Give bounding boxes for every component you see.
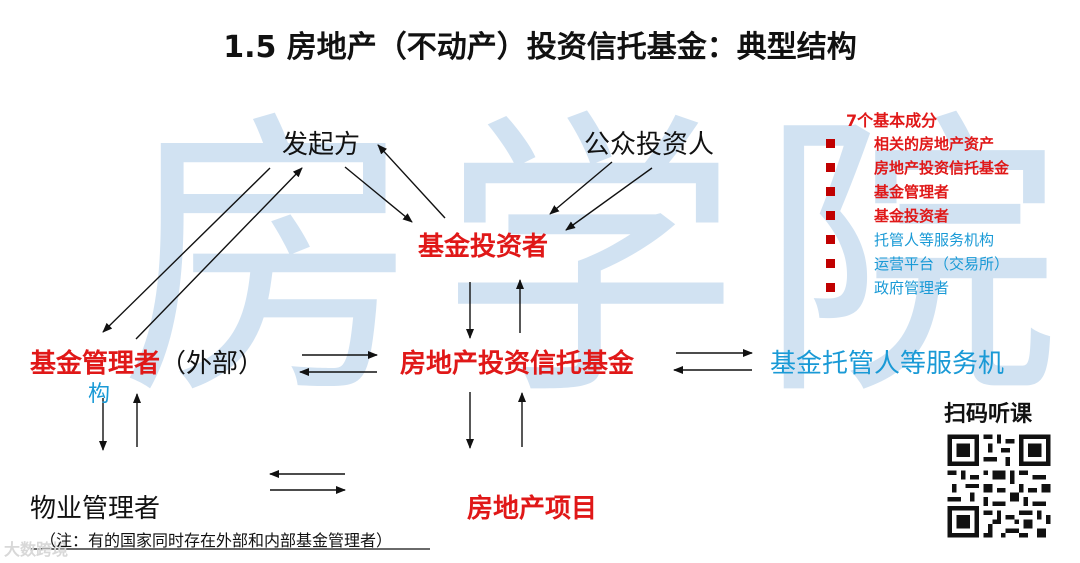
- arrow-manager-to-initiator: [135, 167, 303, 340]
- node-property-manager: 物业管理者: [30, 494, 161, 524]
- legend-item-label: 基金管理者: [874, 183, 950, 201]
- node-initiator: 发起方: [282, 130, 361, 160]
- node-custodian-overflow: 构: [88, 382, 111, 407]
- legend-item: 房地产投资信托基金: [826, 156, 1009, 180]
- node-fund-manager: 基金管理者（外部）: [30, 343, 264, 380]
- legend-heading: 7个基本成分: [846, 111, 938, 130]
- node-custodian: 基金托管人等服务机: [770, 349, 1005, 379]
- arrow-investors-to-initiator: [377, 144, 446, 219]
- node-reit: 房地产投资信托基金: [400, 349, 635, 379]
- arrow-public-to-investors-1: [549, 161, 613, 215]
- legend-item: 运营平台（交易所）: [826, 252, 1009, 276]
- arrow-public-to-investors-2: [565, 167, 653, 231]
- arrow-initiator-to-investors: [344, 166, 413, 223]
- bullet-icon: [826, 235, 835, 244]
- node-real-estate-project: 房地产项目: [467, 494, 598, 524]
- legend-item-label: 相关的房地产资产: [874, 135, 995, 153]
- fund-manager-label: 基金管理者: [30, 349, 161, 379]
- legend-item-label: 基金投资者: [874, 207, 950, 225]
- bullet-icon: [826, 211, 835, 220]
- footnote: （注：有的国家同时存在外部和内部基金管理者）: [40, 531, 393, 550]
- legend-item-label: 托管人等服务机构: [874, 231, 995, 249]
- legend-item: 政府管理者: [826, 276, 1009, 300]
- brand-watermark: 大数跨境: [4, 540, 69, 559]
- page-title: 1.5 房地产（不动产）投资信托基金：典型结构: [223, 30, 857, 65]
- legend-list: 相关的房地产资产 房地产投资信托基金 基金管理者 基金投资者 托管人等服务机构 …: [826, 132, 1009, 300]
- legend-item: 基金管理者: [826, 180, 1009, 204]
- legend-item: 基金投资者: [826, 204, 1009, 228]
- bullet-icon: [826, 139, 835, 148]
- arrow-initiator-to-manager: [102, 167, 271, 333]
- bullet-icon: [826, 259, 835, 268]
- legend-item: 相关的房地产资产: [826, 132, 1009, 156]
- qr-code-icon[interactable]: [943, 430, 1055, 542]
- bullet-icon: [826, 163, 835, 172]
- qr-label: 扫码听课: [944, 402, 1033, 427]
- fund-manager-suffix: （外部）: [160, 349, 265, 379]
- bullet-icon: [826, 187, 835, 196]
- legend-item-label: 房地产投资信托基金: [874, 159, 1010, 177]
- legend-item-label: 政府管理者: [874, 279, 950, 297]
- legend-item: 托管人等服务机构: [826, 228, 1009, 252]
- bullet-icon: [826, 283, 835, 292]
- node-public-investors: 公众投资人: [584, 130, 715, 160]
- node-fund-investors: 基金投资者: [418, 232, 549, 262]
- legend-item-label: 运营平台（交易所）: [874, 255, 1010, 273]
